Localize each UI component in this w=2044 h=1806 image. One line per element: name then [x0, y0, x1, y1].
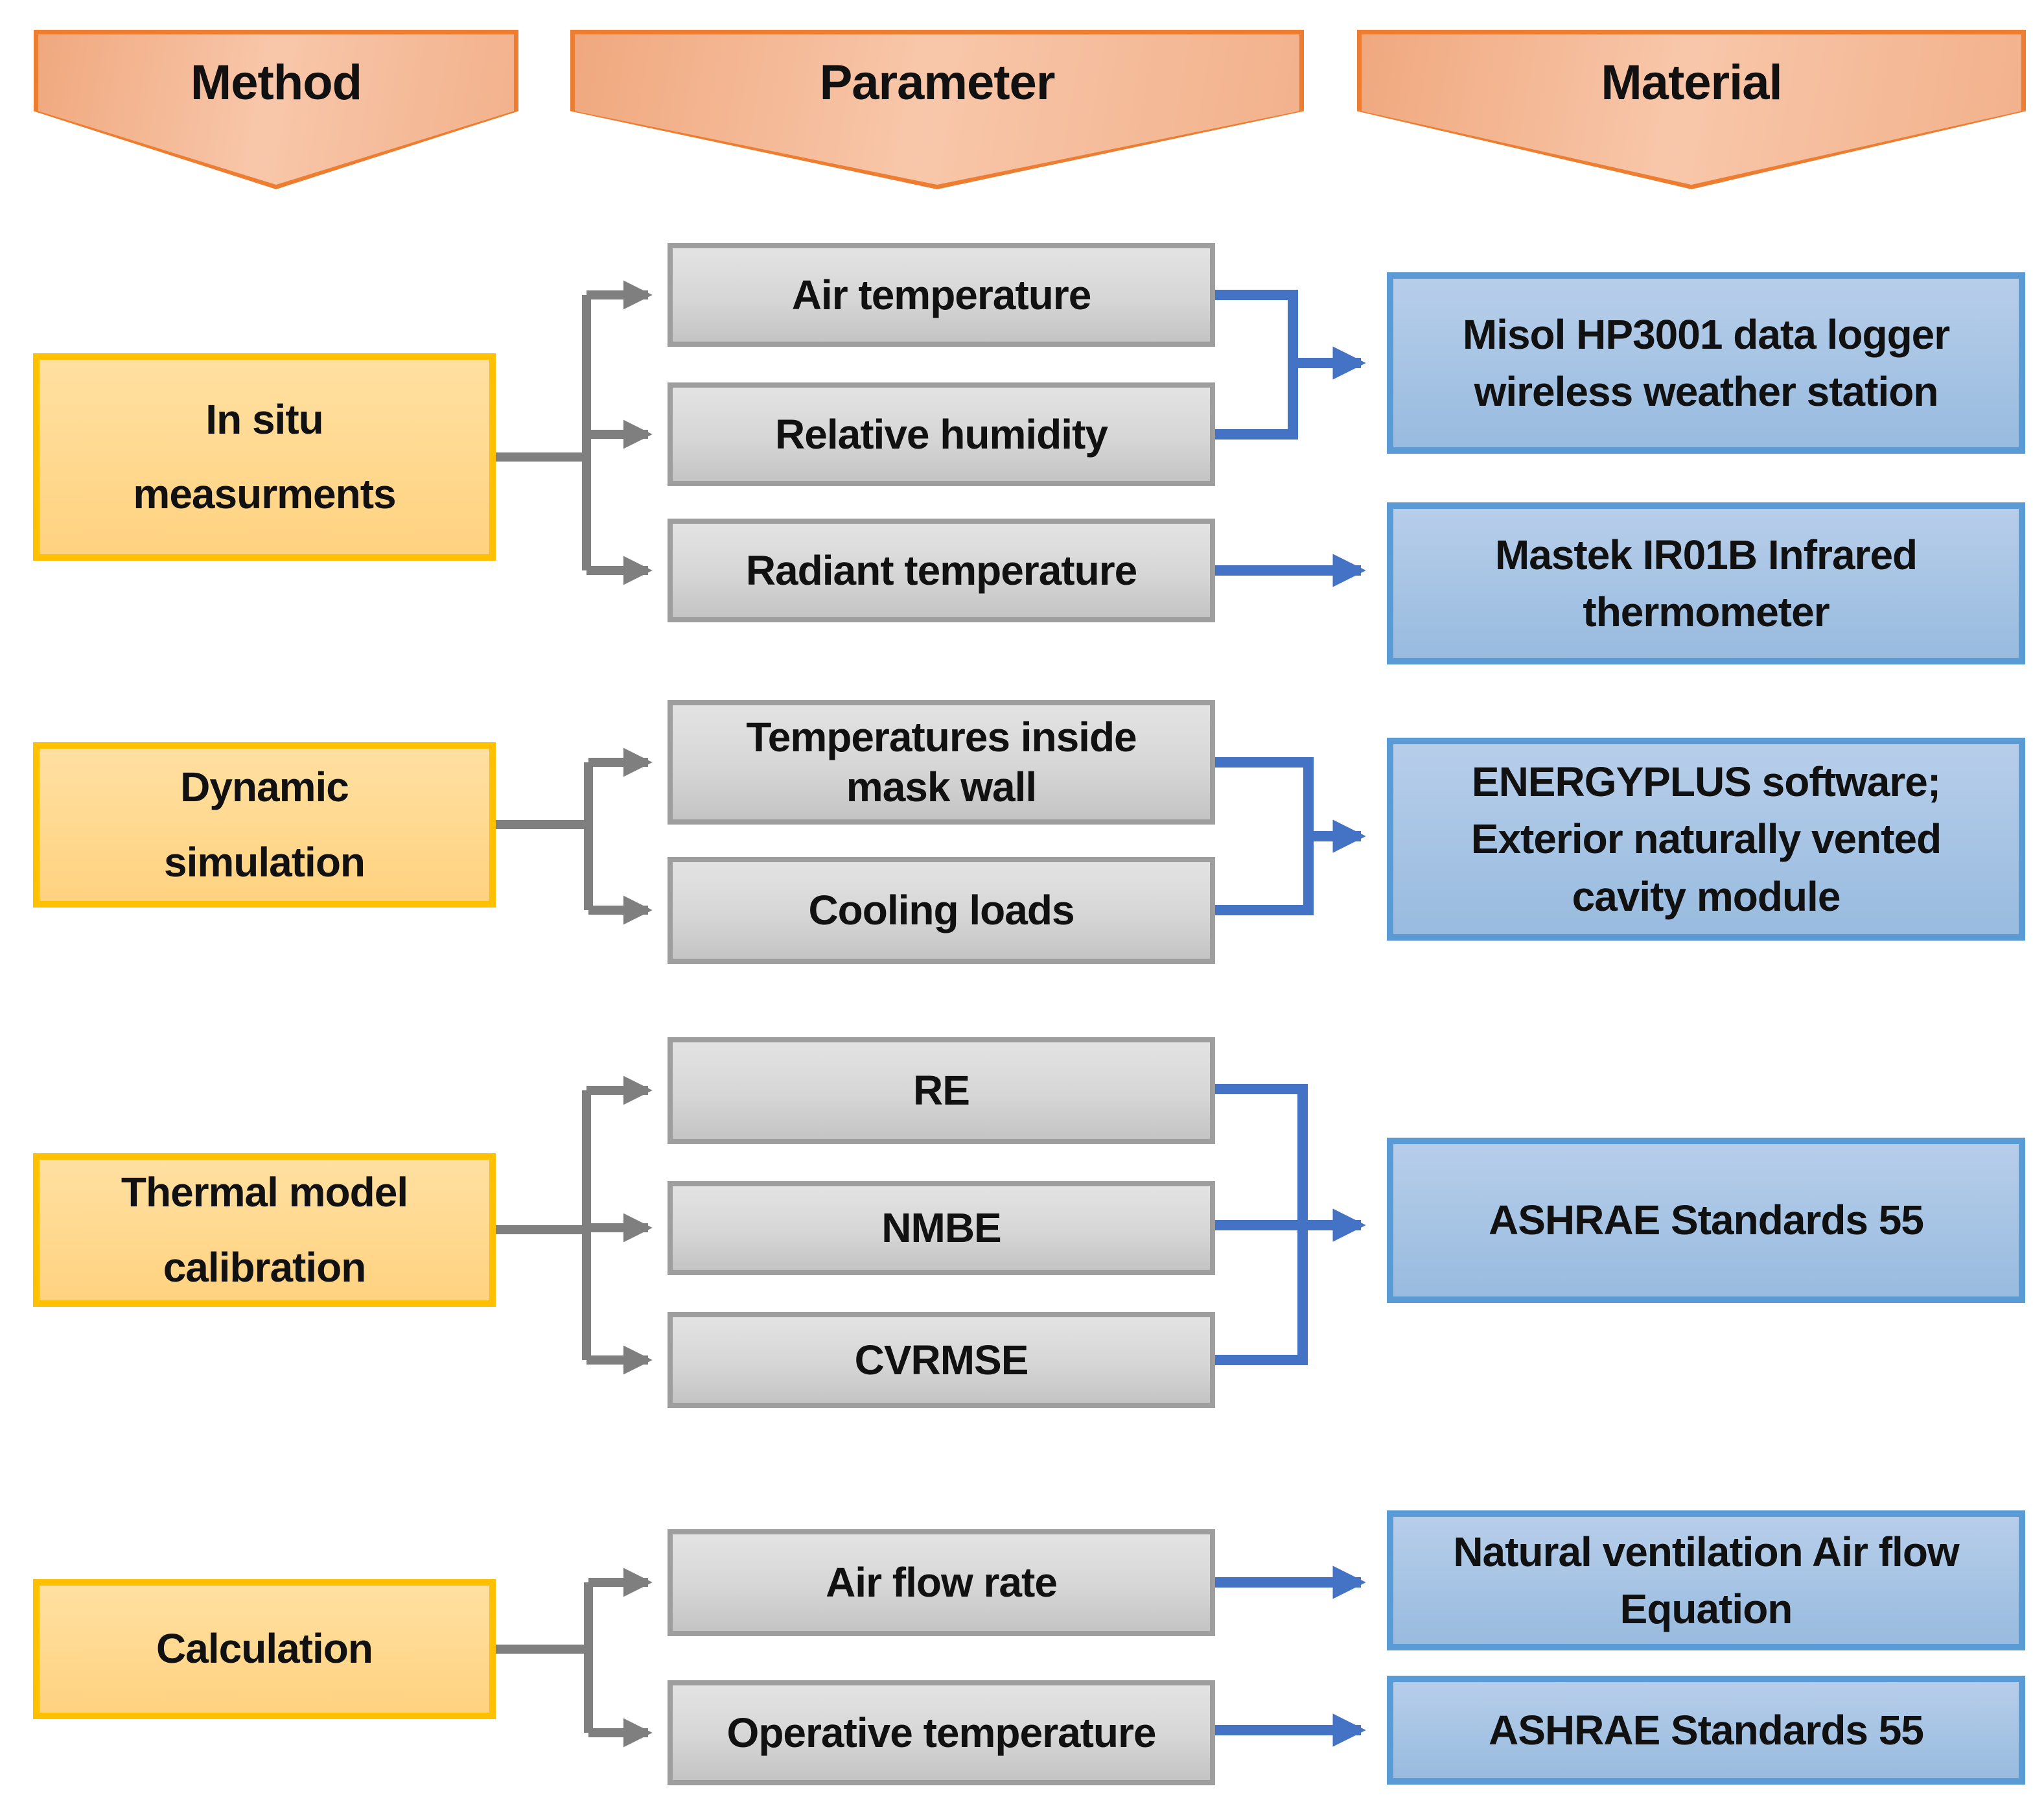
- header-parameter: Parameter: [570, 30, 1304, 189]
- param-box-cooling-loads: Cooling loads: [668, 857, 1215, 964]
- method-box-dynamic-simulation: Dynamic simulation: [33, 742, 496, 908]
- header-material-label: Material: [1601, 55, 1782, 110]
- material-box-misol-weather-station: Misol HP3001 data logger wireless weathe…: [1387, 272, 2025, 454]
- group-1-blue-connectors: [1215, 290, 1366, 587]
- header-parameter-label: Parameter: [819, 55, 1056, 110]
- param-box-operative-temperature: Operative temperature: [668, 1680, 1215, 1785]
- group-3-blue-connectors: [1215, 1084, 1366, 1365]
- method-box-calculation: Calculation: [33, 1579, 496, 1719]
- material-box-energyplus-software: ENERGYPLUS software; Exterior naturally …: [1387, 738, 2025, 941]
- material-box-ashrae-standards-55: ASHRAE Standards 55: [1387, 1138, 2025, 1303]
- header-method-label: Method: [190, 55, 362, 110]
- param-box-temperatures-inside-mask-wall: Temperatures inside mask wall: [668, 700, 1215, 825]
- group-2-blue-connectors: [1215, 757, 1366, 915]
- group-2-gray-connectors: [496, 747, 653, 925]
- material-box-mastek-infrared-thermometer: Mastek IR01B Infrared thermometer: [1387, 502, 2025, 664]
- group-4-blue-connectors: [1215, 1566, 1366, 1747]
- param-box-radiant-temperature: Radiant temperature: [668, 519, 1215, 622]
- method-box-in-situ-measurments: In situ measurments: [33, 353, 496, 561]
- param-box-nmbe: NMBE: [668, 1181, 1215, 1275]
- param-box-air-temperature: Air temperature: [668, 243, 1215, 347]
- method-box-thermal-model-calibration: Thermal model calibration: [33, 1153, 496, 1307]
- material-box-natural-ventilation-equation: Natural ventilation Air flow Equation: [1387, 1510, 2025, 1650]
- group-4-gray-connectors: [496, 1567, 653, 1748]
- param-box-relative-humidity: Relative humidity: [668, 382, 1215, 486]
- header-method: Method: [34, 30, 518, 189]
- header-material: Material: [1357, 30, 2026, 189]
- param-box-cvrmse: CVRMSE: [668, 1312, 1215, 1408]
- group-3-gray-connectors: [496, 1075, 653, 1375]
- param-box-re: RE: [668, 1037, 1215, 1144]
- param-box-air-flow-rate: Air flow rate: [668, 1529, 1215, 1636]
- group-1-gray-connectors: [496, 280, 653, 585]
- material-box-ashrae-standards-55-bottom: ASHRAE Standards 55: [1387, 1676, 2025, 1785]
